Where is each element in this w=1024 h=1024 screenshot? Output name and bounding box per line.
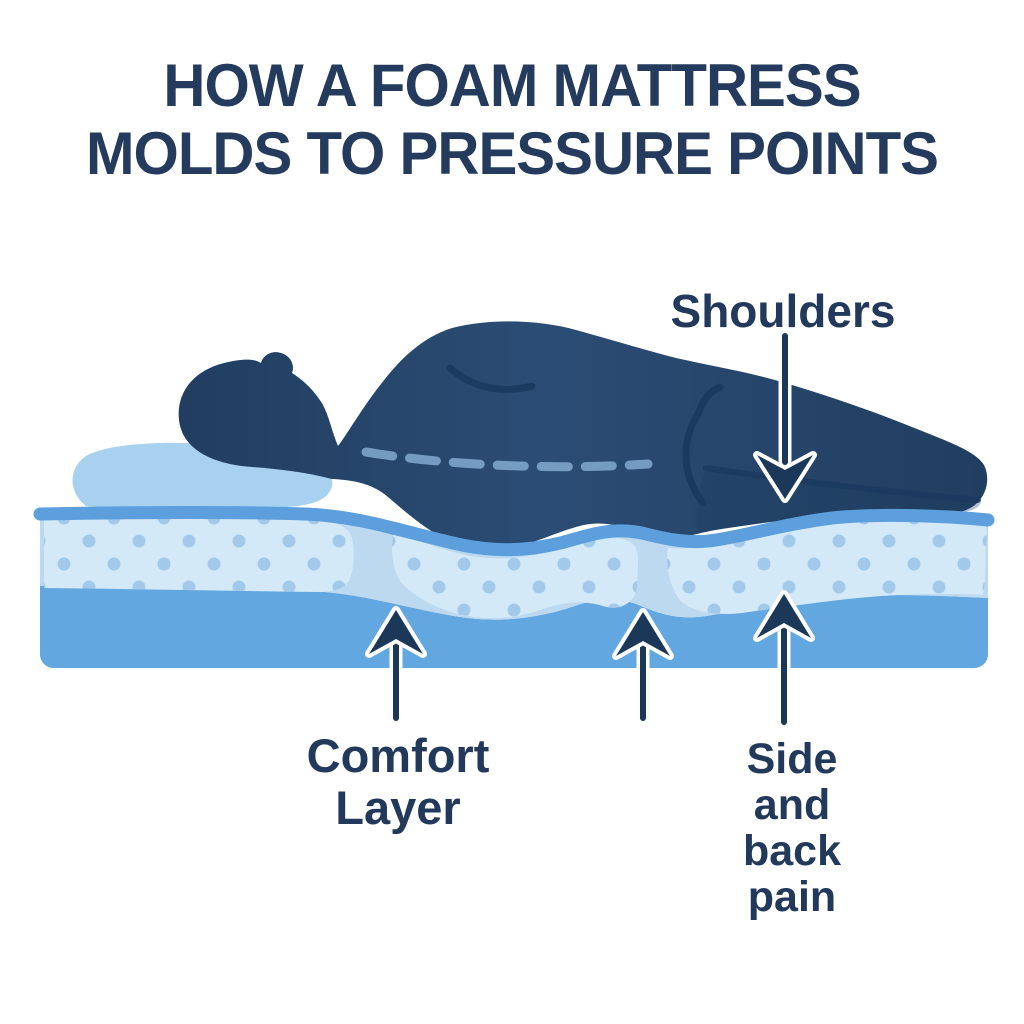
arrow-up-icon: [612, 608, 674, 725]
mattress-cover: [33, 506, 995, 557]
side-back-pain-label: Side and back pain: [743, 736, 841, 920]
page-title: HOW A FOAM MATTRESS MOLDS TO PRESSURE PO…: [86, 52, 939, 189]
arrow-up-icon: [753, 590, 815, 729]
spine-dashed-line: [361, 447, 653, 472]
comfort-layer-label-line2: Layer: [335, 781, 461, 835]
leg-crease-line: [703, 465, 981, 503]
shoulders-label: Shoulders: [671, 284, 896, 338]
page-title-line2: MOLDS TO PRESSURE POINTS: [86, 120, 939, 188]
leg-shadow: [696, 468, 981, 533]
side-back-pain-label-line1: Side: [746, 735, 838, 783]
foam-block: [44, 517, 354, 592]
shoulders-label-text: Shoulders: [670, 285, 896, 337]
side-back-pain-label-line4: pain: [747, 873, 837, 921]
comfort-layer-label-line1: Comfort: [306, 729, 490, 782]
pointers: [365, 329, 817, 729]
side-back-pain-label-line2: and: [753, 781, 831, 829]
base-layer: [40, 586, 988, 668]
foam-blocks: [44, 515, 987, 619]
hip-crease-line: [682, 383, 724, 507]
comfort-layer-label: Comfort Layer: [306, 729, 490, 835]
arrow-up-icon: [365, 606, 427, 725]
arm-crease-line: [446, 364, 536, 393]
side-back-pain-label-line3: back: [742, 827, 842, 875]
arrow-down-icon: [753, 329, 817, 503]
foam-block: [392, 532, 639, 619]
page-title-line1: HOW A FOAM MATTRESS: [163, 52, 861, 119]
